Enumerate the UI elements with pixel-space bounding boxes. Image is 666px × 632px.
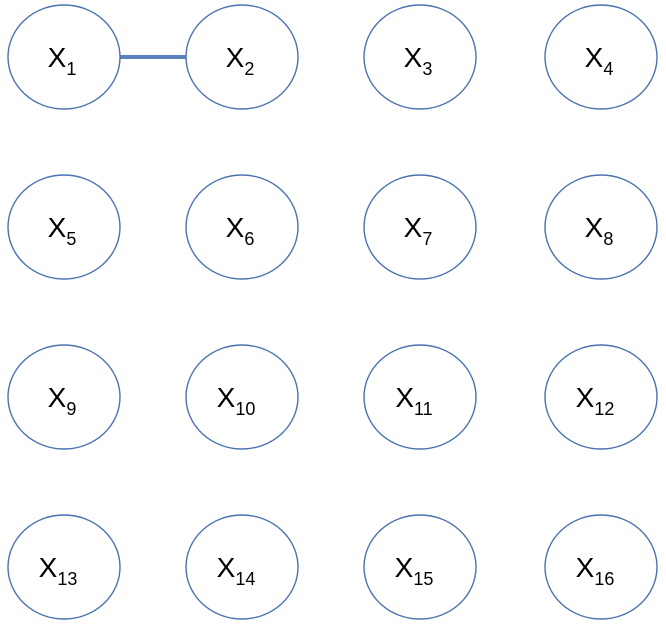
node-label-base: X (226, 212, 245, 243)
node-label-subscript: 12 (594, 399, 614, 419)
node-label: X9 (48, 382, 77, 419)
node-label-subscript: 8 (603, 229, 613, 249)
node-label-base: X (404, 42, 423, 73)
node-label-base: X (39, 552, 58, 583)
node-label-subscript: 2 (244, 59, 254, 79)
node-x12: X12 (544, 344, 658, 450)
node-x10: X10 (185, 344, 299, 450)
node-ellipse (544, 514, 658, 620)
node-label-base: X (585, 212, 604, 243)
node-label-subscript: 9 (66, 399, 76, 419)
node-x4: X4 (544, 4, 658, 110)
node-ellipse (544, 344, 658, 450)
node-x2: X2 (185, 4, 299, 110)
node-ellipse (544, 4, 658, 110)
node-label-subscript: 1 (66, 59, 76, 79)
node-label-subscript: 7 (422, 229, 432, 249)
node-label-subscript: 14 (235, 569, 255, 589)
node-label: X14 (217, 552, 256, 589)
node-label-subscript: 5 (66, 229, 76, 249)
node-label-base: X (585, 42, 604, 73)
node-label-base: X (576, 382, 595, 413)
node-label-base: X (217, 552, 236, 583)
node-ellipse (544, 174, 658, 280)
node-ellipse (7, 514, 121, 620)
node-x3: X3 (363, 4, 477, 110)
node-label: X8 (585, 212, 614, 249)
node-x11: X11 (363, 344, 477, 450)
node-label: X15 (395, 552, 434, 589)
node-x6: X6 (185, 174, 299, 280)
node-ellipse (185, 514, 299, 620)
node-ellipse (363, 514, 477, 620)
node-label-base: X (226, 42, 245, 73)
node-label: X10 (217, 382, 256, 419)
node-label: X6 (226, 212, 255, 249)
node-x8: X8 (544, 174, 658, 280)
node-ellipse (7, 344, 121, 450)
node-label-base: X (48, 382, 67, 413)
node-label: X3 (404, 42, 433, 79)
node-ellipse (7, 4, 121, 110)
node-ellipse (363, 4, 477, 110)
node-label-subscript: 3 (422, 59, 432, 79)
node-ellipse (363, 174, 477, 280)
node-label-base: X (217, 382, 236, 413)
node-label-subscript: 10 (235, 399, 255, 419)
node-label: X7 (404, 212, 433, 249)
node-label-subscript: 11 (414, 399, 433, 419)
node-label-subscript: 4 (603, 59, 613, 79)
node-x1: X1 (7, 4, 121, 110)
node-label: X1 (48, 42, 77, 79)
node-label-base: X (395, 552, 414, 583)
node-label-base: X (48, 42, 67, 73)
node-ellipse (185, 4, 299, 110)
node-x16: X16 (544, 514, 658, 620)
node-label: X5 (48, 212, 77, 249)
node-label: X12 (576, 382, 615, 419)
node-label: X11 (395, 382, 432, 419)
node-x14: X14 (185, 514, 299, 620)
node-x7: X7 (363, 174, 477, 280)
node-x5: X5 (7, 174, 121, 280)
node-label-base: X (576, 552, 595, 583)
node-label-base: X (404, 212, 423, 243)
node-x15: X15 (363, 514, 477, 620)
node-x9: X9 (7, 344, 121, 450)
node-label: X2 (226, 42, 255, 79)
node-ellipse (185, 344, 299, 450)
node-label: X4 (585, 42, 614, 79)
node-label: X16 (576, 552, 615, 589)
node-label-subscript: 13 (57, 569, 77, 589)
node-ellipse (185, 174, 299, 280)
node-label-base: X (48, 212, 67, 243)
node-x13: X13 (7, 514, 121, 620)
node-label: X13 (39, 552, 78, 589)
node-ellipse (363, 344, 477, 450)
node-label-base: X (395, 382, 414, 413)
node-ellipse (7, 174, 121, 280)
node-label-subscript: 15 (413, 569, 433, 589)
node-label-subscript: 16 (594, 569, 614, 589)
node-label-subscript: 6 (244, 229, 254, 249)
